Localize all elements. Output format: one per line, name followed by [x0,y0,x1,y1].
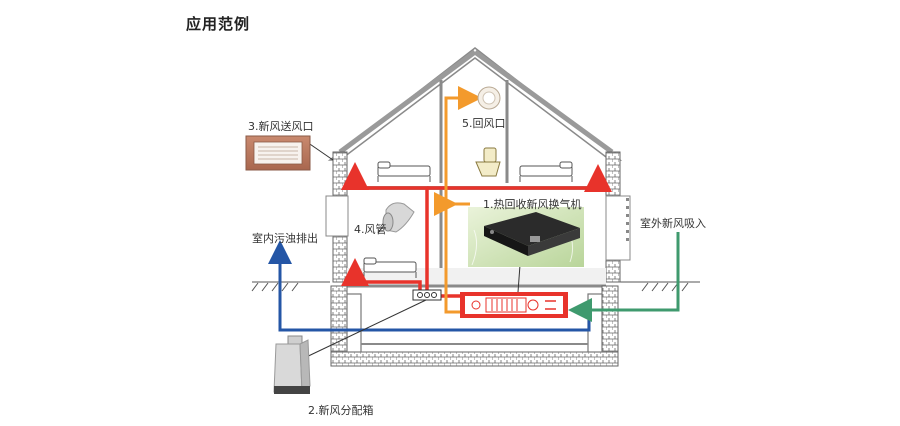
label-distribution-box: 2.新风分配箱 [308,404,374,417]
intake-grille [626,198,629,241]
supply-duct [341,162,612,298]
label-hrv-unit: 1.热回收新风换气机 [483,198,582,211]
page-title: 应用范例 [186,15,251,33]
label-intake: 室外新风吸入 [640,217,706,230]
label-supply-vent: 3.新风送风口 [248,120,314,133]
exhaust-path [268,240,591,332]
distribution-box-photo [273,335,311,394]
hrv-unit-icon [468,207,584,267]
label-duct: 4.风管 [354,223,387,236]
distribution-box [412,289,442,301]
duct-icon [382,202,415,233]
intake-path [568,232,680,322]
label-exhaust: 室内污浊排出 [252,232,318,245]
return-duct [434,86,482,314]
heat-exchanger-box [460,292,568,318]
bed-icon [363,161,573,278]
supply-vent-icon [245,135,311,171]
label-return-vent: 5.回风口 [462,117,506,130]
ground-icon [251,281,700,292]
toilet-icon [475,147,501,177]
return-vent-icon [477,86,501,110]
